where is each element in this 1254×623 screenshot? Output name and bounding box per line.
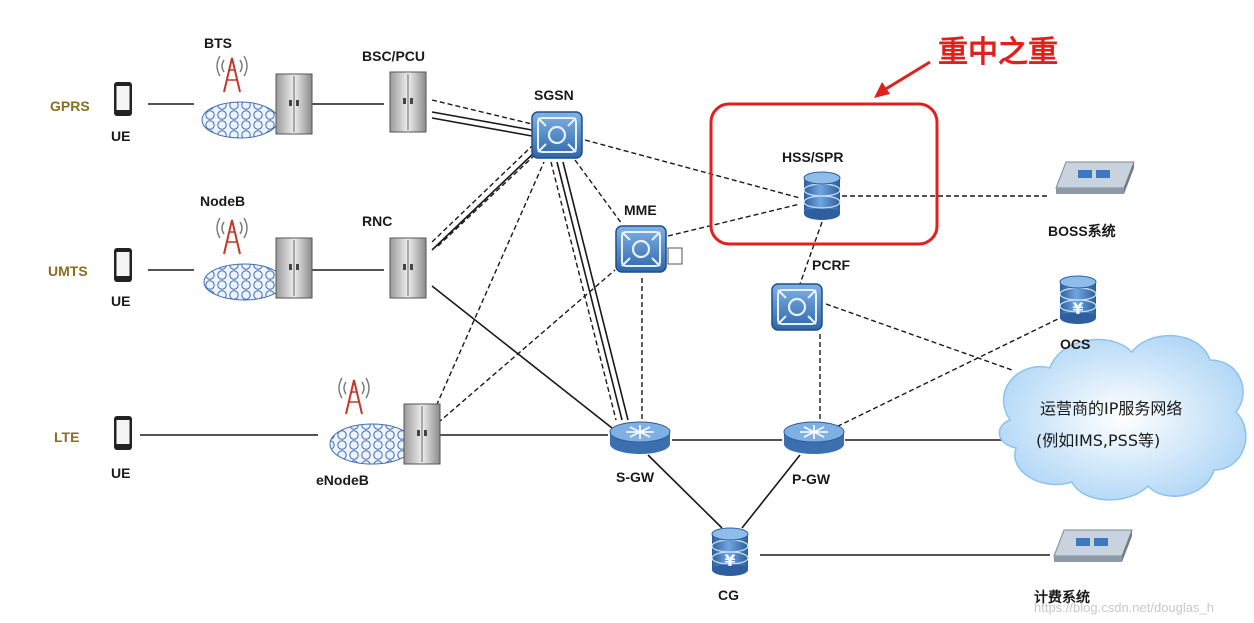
lte-label: LTE [54, 429, 79, 445]
link-sgsn-hss [584, 139, 801, 199]
link-sgw-cg [647, 454, 723, 529]
ue-gprs-label: UE [111, 128, 130, 144]
umts-label: UMTS [48, 263, 88, 279]
phone-icon [114, 416, 132, 450]
phone-icon [114, 248, 132, 282]
sgsn-label: SGSN [534, 87, 574, 103]
antenna-tower-icon [216, 217, 248, 255]
cloud-line-2: (例如IMS,PSS等) [1036, 431, 1160, 450]
yen-symbol: ¥ [724, 551, 735, 570]
yen-symbol: ¥ [1072, 299, 1083, 318]
equipment-panel-icon [1055, 161, 1135, 195]
network-switch-icon [770, 282, 824, 332]
server-cabinet-icon [275, 237, 313, 299]
ue-umts-label: UE [111, 293, 130, 309]
cell-grid [201, 101, 279, 139]
link-sgsn-sgw-dash [550, 161, 617, 421]
billing-label: 计费系统 [1034, 589, 1090, 605]
nodeb-label: NodeB [200, 193, 245, 209]
phone-icon [114, 82, 132, 116]
cloud-icon [998, 334, 1247, 501]
antenna-tower-icon [338, 377, 370, 415]
network-switch-icon [530, 110, 584, 160]
server-cabinet-icon [275, 73, 313, 135]
link-enodeb-sgsn [429, 161, 545, 421]
link-sgsn-sgw-1 [556, 161, 623, 421]
cg-label: CG [718, 587, 739, 603]
nodeb-node: NodeB [200, 193, 313, 301]
equipment-panel-icon [1053, 529, 1133, 563]
antenna-tower-icon [216, 55, 248, 93]
link-pgw-ocs [829, 317, 1061, 431]
link-bsc-sgsn-2 [431, 117, 533, 137]
link-bsc-sgsn-dash [431, 99, 533, 125]
watermark: https://blog.csdn.net/douglas_h [1034, 600, 1214, 615]
server-cabinet-icon [403, 403, 441, 465]
router-icon [609, 421, 671, 455]
highlight-box [709, 102, 939, 246]
rnc-label: RNC [362, 213, 392, 229]
link-sgsn-mme [574, 159, 623, 225]
link-enodeb-mme [431, 269, 616, 429]
boss-label: BOSS系统 [1048, 223, 1116, 239]
enodeb-node: eNodeB [316, 377, 441, 488]
ue-lte-label: UE [111, 465, 130, 481]
ocs-label: OCS [1060, 336, 1090, 352]
pgw-label: P-GW [792, 471, 831, 487]
database-icon [803, 171, 841, 221]
router-icon [783, 421, 845, 455]
link-rnc-sgsn [431, 149, 538, 251]
link-rnc-sgsn-dash-2 [437, 151, 539, 247]
link-mme-hss [667, 203, 801, 237]
server-cabinet-icon [389, 237, 427, 299]
cell-grid [329, 423, 415, 465]
hss-spr-label: HSS/SPR [782, 149, 843, 165]
enodeb-label: eNodeB [316, 472, 369, 488]
sgw-label: S-GW [616, 469, 655, 485]
link-rnc-sgw [431, 285, 613, 429]
ip-service-cloud: 运营商的IP服务网络 (例如IMS,PSS等) [998, 334, 1247, 501]
highlight-group: 重中之重 [709, 35, 1058, 246]
mme-label: MME [624, 202, 657, 218]
link-pgw-cg [741, 454, 801, 529]
connections [140, 99, 1061, 556]
highlight-title: 重中之重 [938, 35, 1058, 70]
link-rnc-sgsn-dash-1 [431, 145, 533, 243]
link-pcrf-cloud [825, 303, 1013, 371]
bts-label: BTS [204, 35, 232, 51]
gprs-label: GPRS [50, 98, 90, 114]
link-bsc-sgsn-1 [431, 111, 533, 131]
pcrf-label: PCRF [812, 257, 851, 273]
bts-node: BTS [201, 35, 313, 139]
cloud-line-1: 运营商的IP服务网络 [1040, 399, 1182, 418]
link-sgsn-sgw-2 [562, 161, 629, 421]
link-hss-pcrf [799, 221, 823, 285]
bsc-pcu-label: BSC/PCU [362, 48, 425, 64]
cell-grid [203, 263, 285, 301]
arrow-icon [874, 60, 931, 98]
server-cabinet-icon [389, 71, 427, 133]
mme-port [667, 247, 683, 265]
network-switch-icon [614, 224, 668, 274]
